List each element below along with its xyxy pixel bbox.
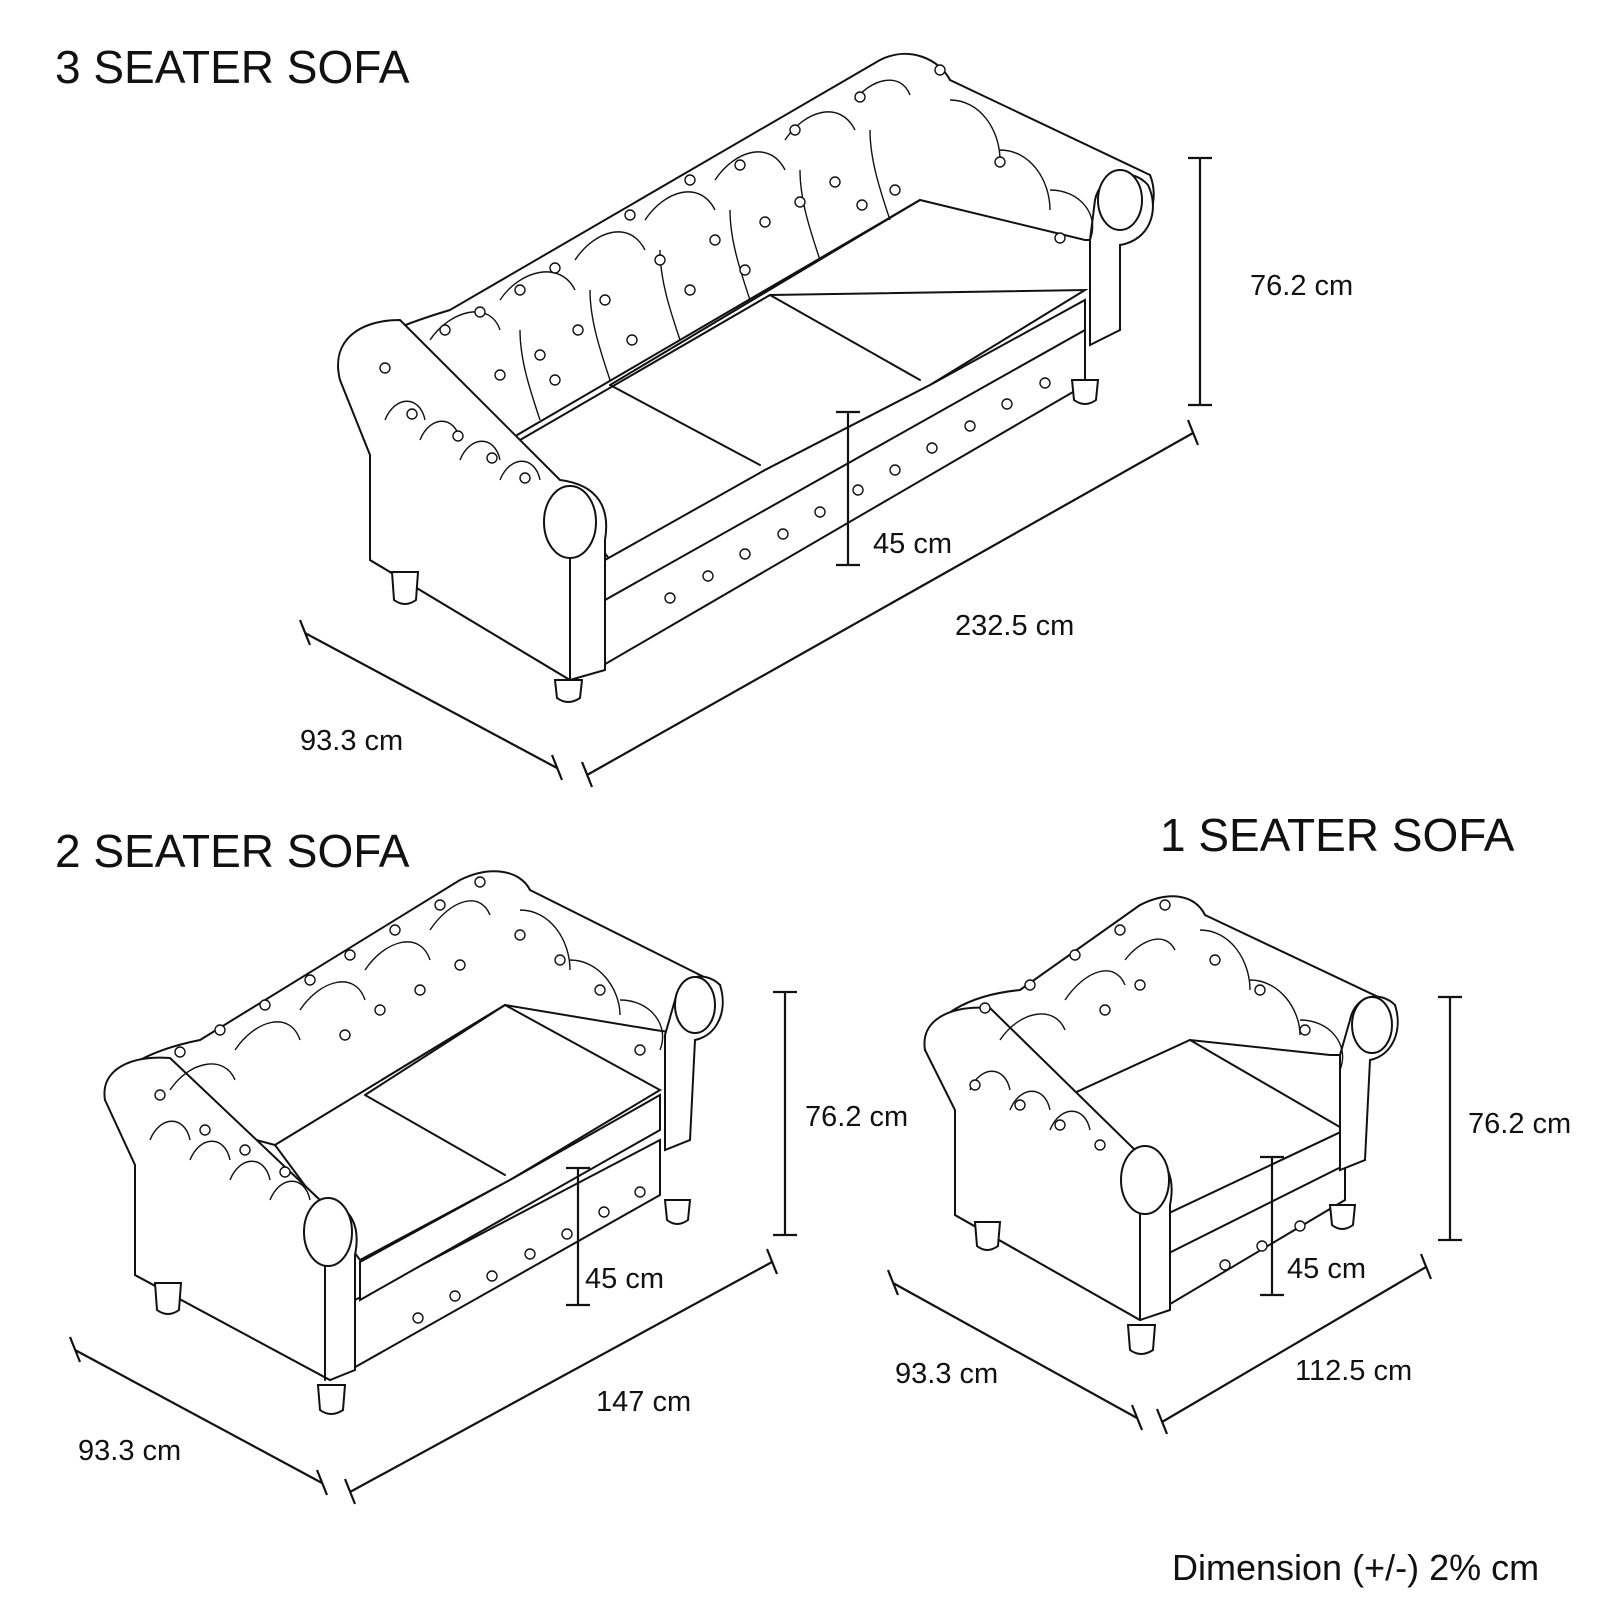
- sofa-2-dimension-lines: [68, 990, 797, 1505]
- sofa-3-seat-height-label: 45 cm: [873, 528, 952, 560]
- sofa-2-title: 2 SEATER SOFA: [55, 825, 410, 877]
- sofa-1-depth-label: 93.3 cm: [895, 1358, 999, 1390]
- sofa-1-height-label: 76.2 cm: [1468, 1108, 1572, 1140]
- sofa-1-width-label: 112.5 cm: [1295, 1355, 1413, 1387]
- sofa-2-width-label: 147 cm: [596, 1386, 692, 1418]
- sofa-2-seat-height-label: 45 cm: [585, 1263, 664, 1295]
- sofa-1-title: 1 SEATER SOFA: [1160, 809, 1515, 861]
- dimension-tolerance-note: Dimension (+/-) 2% cm: [1172, 1547, 1540, 1588]
- sofa-3-height-label: 76.2 cm: [1250, 270, 1354, 302]
- sofa-3-depth-label: 93.3 cm: [300, 725, 404, 757]
- sofa-2-depth-label: 93.3 cm: [78, 1435, 182, 1467]
- sofa-1-seat-height-label: 45 cm: [1287, 1253, 1366, 1285]
- sofa-3-width-label: 232.5 cm: [955, 610, 1075, 642]
- sofa-2-seater-illustration: [103, 870, 724, 1415]
- sofa-2-height-label: 76.2 cm: [805, 1101, 909, 1133]
- sofa-3-title: 3 SEATER SOFA: [55, 41, 410, 93]
- sofa-1-dimension-lines: [886, 995, 1462, 1435]
- sofa-1-seater-illustration: [923, 895, 1399, 1355]
- sofa-3-dimension-lines: [298, 156, 1212, 788]
- sofa-3-seater-illustration: [337, 52, 1155, 703]
